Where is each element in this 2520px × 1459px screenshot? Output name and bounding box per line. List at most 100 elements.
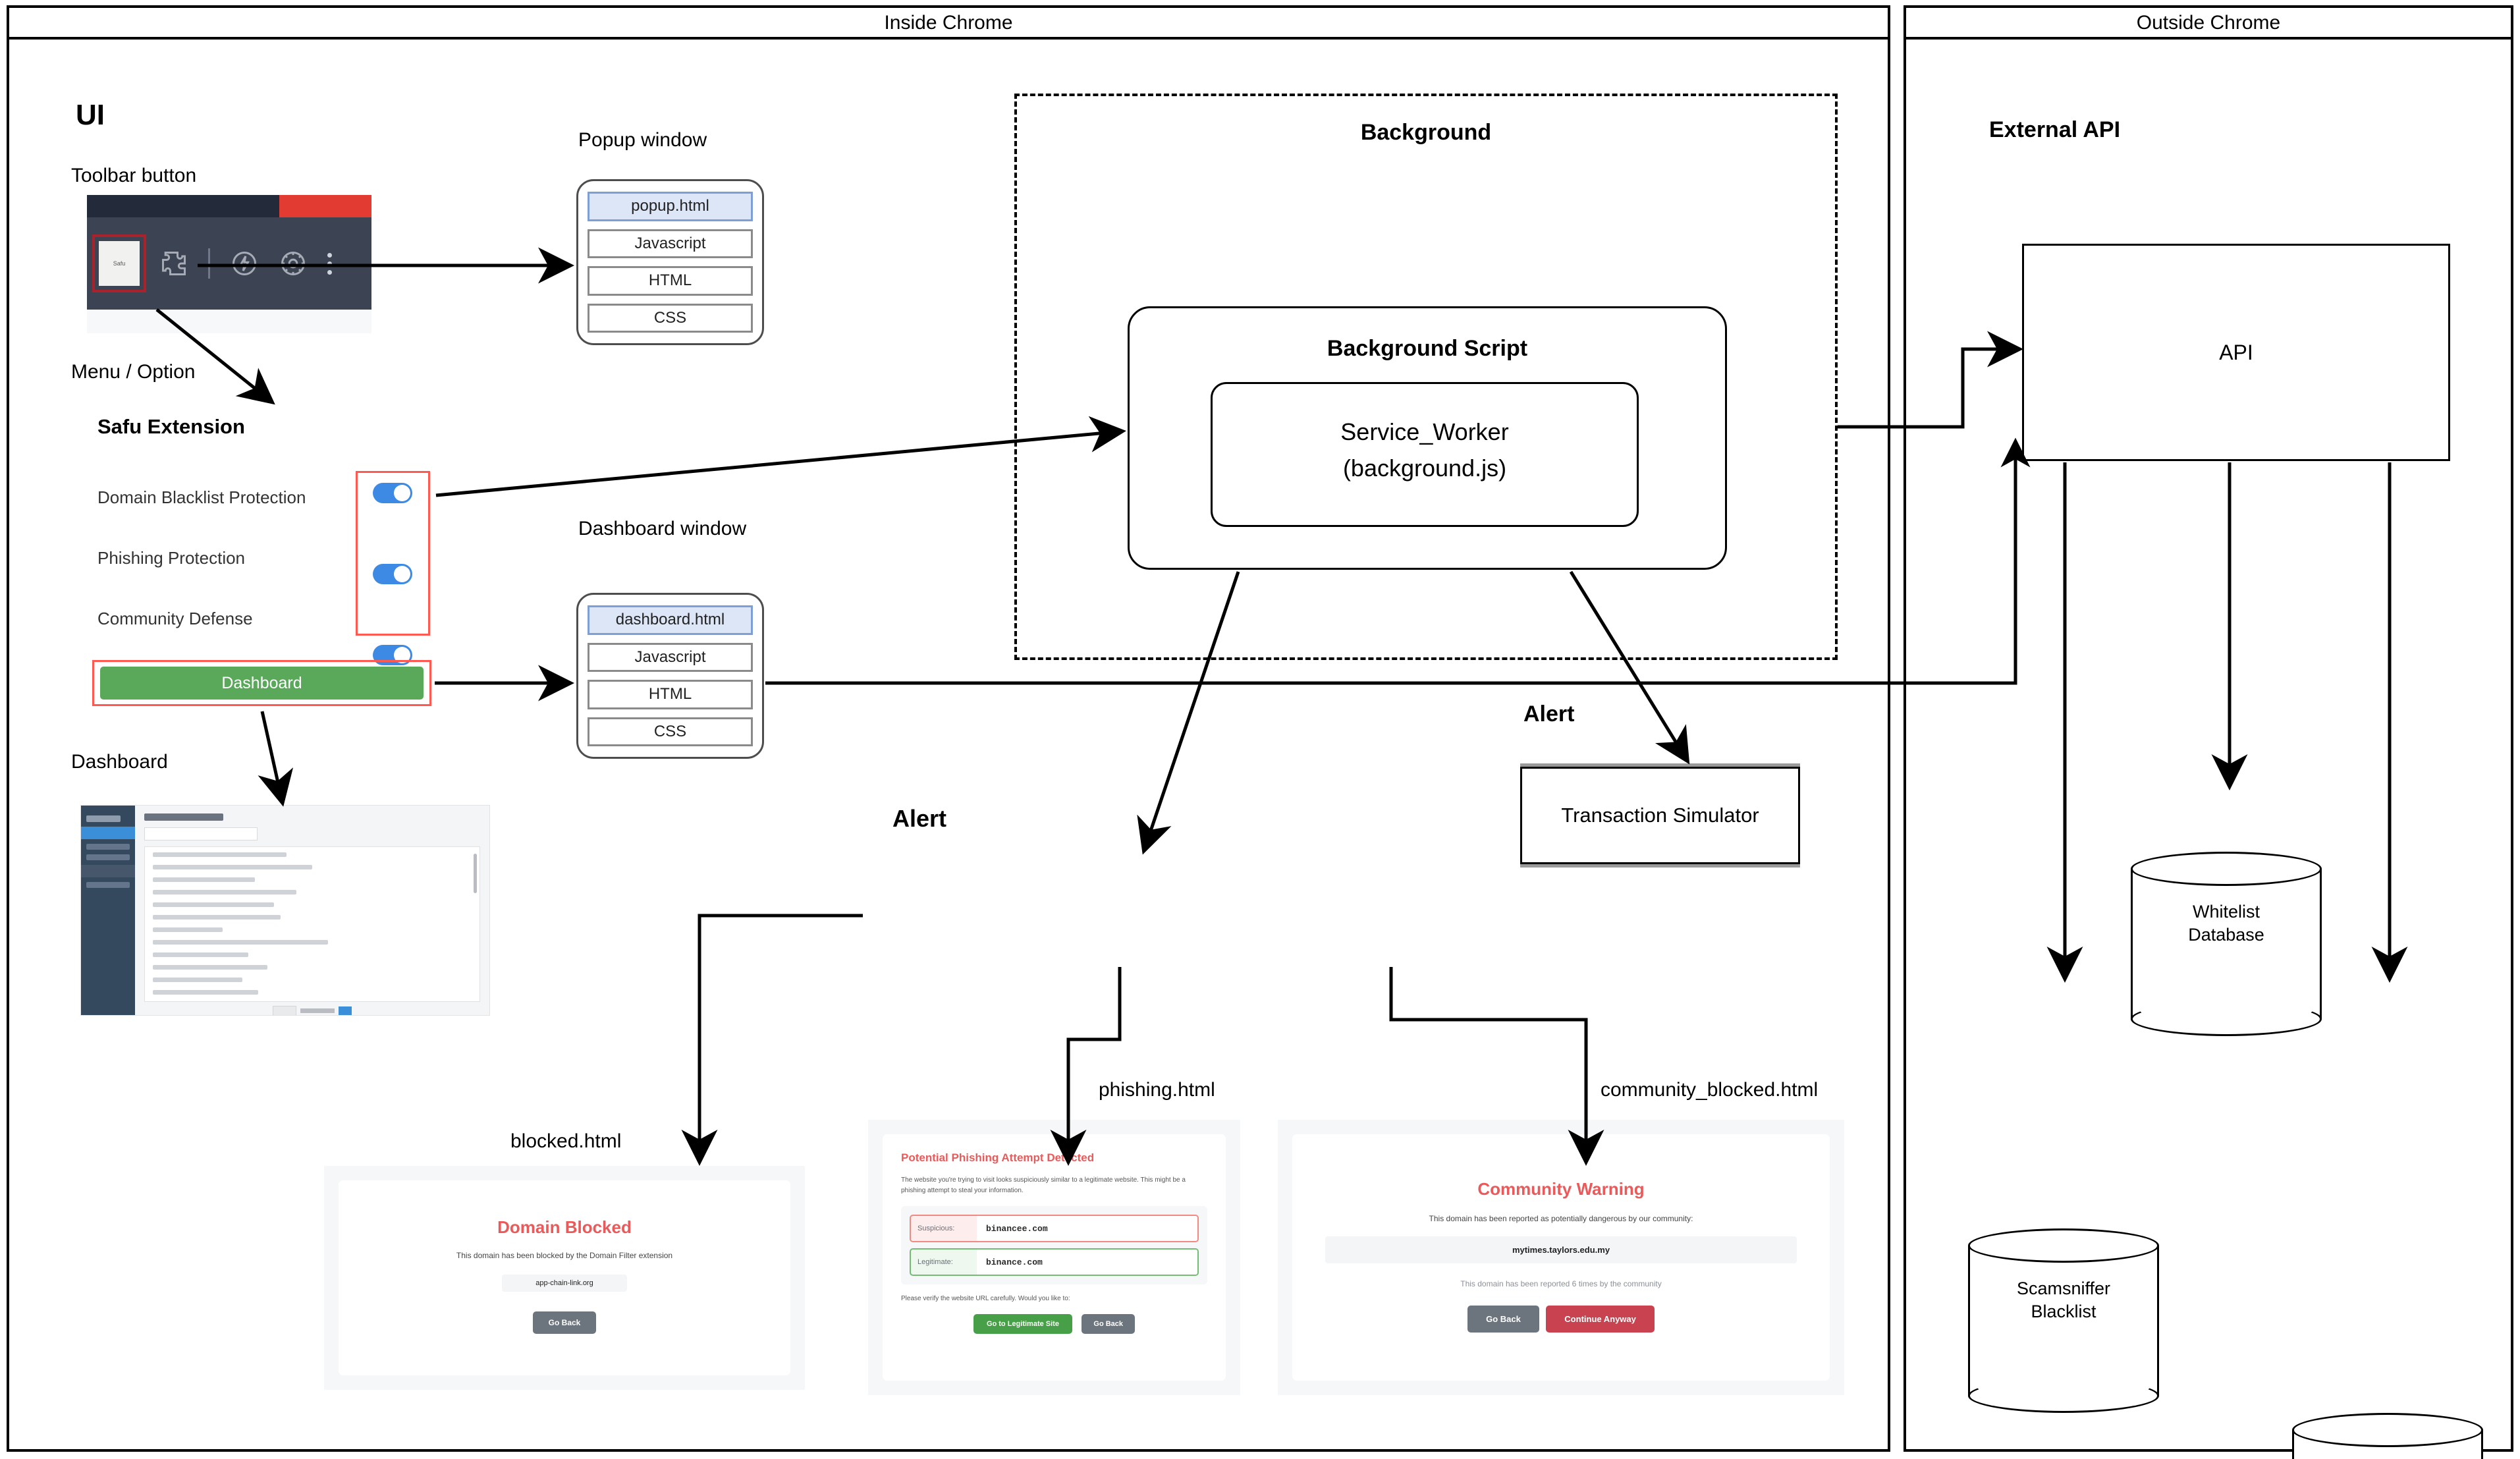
- toggle-switch-phishing[interactable]: [373, 564, 412, 584]
- next-page-button[interactable]: [339, 1006, 352, 1015]
- dashboard-search-input[interactable]: [144, 827, 258, 840]
- dashboard-page-title: [144, 813, 223, 821]
- dashboard-stack-item-javascript[interactable]: Javascript: [588, 642, 753, 672]
- external-api-heading: External API: [1989, 117, 2121, 142]
- toggles-highlight: [356, 471, 430, 636]
- dashboard-sidebar: [81, 806, 135, 1015]
- scamsniffer-line1: Scamsniffer: [2016, 1279, 2111, 1298]
- toggle-label-0: Domain Blacklist Protection: [97, 487, 306, 507]
- phishing-domain-comparison: Suspicious: binancee.com Legitimate: bin…: [901, 1206, 1207, 1284]
- blocked-page-subtitle: This domain has been blocked by the Doma…: [456, 1251, 673, 1260]
- chrome-tabstrip: [87, 195, 371, 217]
- phishing-page-card: Potential Phishing Attempt Detected The …: [883, 1134, 1226, 1381]
- whitelist-database-line1: Whitelist: [2192, 902, 2260, 922]
- dashboard-stack-item-dashboard-html[interactable]: dashboard.html: [588, 605, 753, 635]
- chrome-active-tab: [279, 195, 371, 217]
- blocked-page-title: Domain Blocked: [497, 1217, 632, 1237]
- popup-stack-item-javascript[interactable]: Javascript: [588, 229, 753, 258]
- toolbar-button-label: Toolbar button: [71, 165, 197, 186]
- alert-label-right: Alert: [1523, 702, 1575, 727]
- community-page-title: Community Warning: [1477, 1179, 1645, 1199]
- page-indicator: [300, 1008, 335, 1013]
- api-box-label: API: [2219, 340, 2253, 364]
- transaction-simulator-box: Transaction Simulator: [1520, 767, 1800, 864]
- toolbar-divider: [208, 248, 210, 279]
- blocked-page-card: Domain Blocked This domain has been bloc…: [339, 1180, 790, 1375]
- blocked-html-label: blocked.html: [510, 1130, 622, 1152]
- whitelist-database-line2: Database: [2188, 924, 2264, 945]
- phishing-suspicious-domain: binancee.com: [977, 1216, 1197, 1241]
- dashboard-button-highlight: [92, 660, 431, 706]
- community-page-card: Community Warning This domain has been r…: [1292, 1134, 1830, 1381]
- toggle-knob: [394, 566, 410, 582]
- dashboard-domain-list: [144, 846, 480, 1002]
- blocked-page-domain: app-chain-link.org: [502, 1275, 627, 1292]
- dashboard-stack-item-css[interactable]: CSS: [588, 717, 753, 746]
- dashboard-window-caption: Dashboard window: [578, 518, 747, 539]
- suspicious-database: Suspicious Database: [2292, 1413, 2483, 1459]
- frame-inside-chrome-title-bar: [9, 8, 1888, 40]
- whitelist-database: Whitelist Database: [2131, 852, 2322, 1036]
- phishing-page-note: Please verify the website URL carefully.…: [901, 1295, 1070, 1302]
- dashboard-button[interactable]: Dashboard: [100, 667, 424, 700]
- menu-option-label: Menu / Option: [71, 361, 196, 383]
- api-box: API: [2022, 244, 2450, 461]
- transaction-simulator-label: Transaction Simulator: [1561, 804, 1759, 827]
- toggle-switch-domain-blacklist[interactable]: [373, 483, 412, 503]
- phishing-legitimate-row: Legitimate: binance.com: [910, 1248, 1199, 1276]
- scamsniffer-blacklist-database: Scamsniffer Blacklist: [1968, 1228, 2159, 1413]
- service-worker-label-line2: (background.js): [1342, 454, 1507, 482]
- blocked-page-go-back-button[interactable]: Go Back: [532, 1311, 597, 1334]
- chrome-extension-bar: Safu: [87, 217, 371, 310]
- phishing-page-title: Potential Phishing Attempt Detected: [901, 1151, 1095, 1164]
- safu-extension-title: Safu Extension: [97, 415, 245, 438]
- ui-heading: UI: [76, 99, 105, 131]
- safu-extension-icon[interactable]: Safu: [92, 234, 146, 292]
- puzzle-piece-icon: [162, 252, 186, 275]
- popup-stack-item-popup-html[interactable]: popup.html: [588, 192, 753, 221]
- phishing-suspicious-row: Suspicious: binancee.com: [910, 1215, 1199, 1242]
- background-script-title: Background Script: [1327, 336, 1528, 361]
- toggle-row-0: Domain Blacklist Protection: [97, 487, 440, 508]
- phishing-suspicious-label: Suspicious:: [918, 1225, 955, 1232]
- frame-inside-chrome-title: Inside Chrome: [884, 12, 1013, 34]
- phishing-go-legit-button[interactable]: Go to Legitimate Site: [973, 1314, 1072, 1334]
- frame-outside-chrome-title: Outside Chrome: [2136, 12, 2281, 34]
- popup-window-caption: Popup window: [578, 129, 707, 151]
- toggle-row-1: Phishing Protection: [97, 548, 440, 568]
- toggle-label-1: Phishing Protection: [97, 548, 246, 568]
- community-page-mockup: Community Warning This domain has been r…: [1278, 1120, 1844, 1395]
- toggle-knob: [394, 485, 410, 501]
- phishing-legitimate-domain: binance.com: [977, 1250, 1197, 1275]
- community-page-note: This domain has been reported 6 times by…: [1460, 1279, 1662, 1288]
- community-page-subtitle: This domain has been reported as potenti…: [1429, 1214, 1693, 1223]
- service-worker-label-line1: Service_Worker: [1340, 418, 1509, 445]
- dashboard-list-scrollbar[interactable]: [474, 854, 477, 893]
- toggle-label-2: Community Defense: [97, 609, 253, 628]
- toggle-row-2: Community Defense: [97, 609, 440, 629]
- frame-outside-chrome-title-bar: [1906, 8, 2511, 40]
- safu-icon-text: Safu: [113, 260, 126, 267]
- gear-icon: [281, 252, 305, 275]
- dashboard-sidebar-active-item: [81, 827, 135, 839]
- popup-window-stack: popup.html Javascript HTML CSS: [576, 179, 764, 345]
- popup-stack-item-css[interactable]: CSS: [588, 303, 753, 333]
- background-title: Background: [1360, 120, 1492, 145]
- chrome-menu-icon[interactable]: [327, 252, 332, 275]
- dashboard-main: [135, 806, 489, 1015]
- phishing-page-mockup: Potential Phishing Attempt Detected The …: [868, 1120, 1240, 1395]
- dashboard-pagination: [144, 1006, 480, 1015]
- dashboard-window-stack: dashboard.html Javascript HTML CSS: [576, 593, 764, 759]
- community-continue-anyway-button[interactable]: Continue Anyway: [1546, 1306, 1655, 1333]
- popup-stack-item-html[interactable]: HTML: [588, 266, 753, 296]
- phishing-page-body: The website you're trying to visit looks…: [901, 1176, 1186, 1194]
- prev-page-button[interactable]: [273, 1006, 296, 1015]
- community-go-back-button[interactable]: Go Back: [1467, 1306, 1539, 1333]
- phishing-go-back-button[interactable]: Go Back: [1082, 1314, 1136, 1334]
- dashboard-caption: Dashboard: [71, 751, 168, 773]
- flash-shield-icon: [233, 252, 256, 275]
- community-blocked-html-label: community_blocked.html: [1601, 1079, 1819, 1101]
- community-page-domain: mytimes.taylors.edu.my: [1325, 1236, 1797, 1263]
- dashboard-stack-item-html[interactable]: HTML: [588, 680, 753, 709]
